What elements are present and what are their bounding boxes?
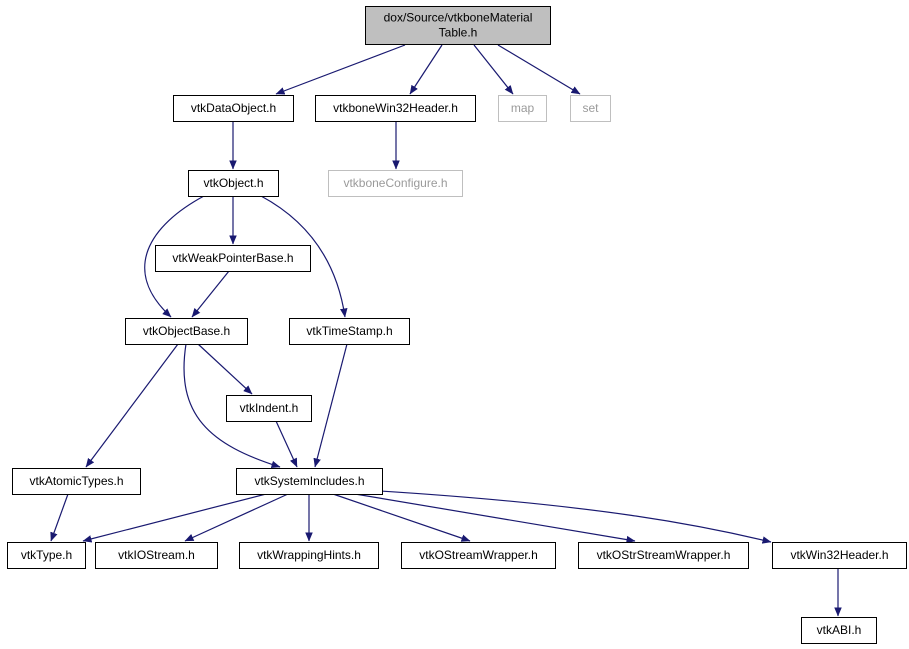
node-label: Table.h xyxy=(439,26,478,40)
edge-vtk-object-base-to-vtk-system-includes xyxy=(183,343,281,469)
edge-vtk-atomic-types-to-vtk-type xyxy=(50,493,69,542)
node-label: vtkWeakPointerBase.h xyxy=(172,251,293,265)
edge-vtk-system-includes-to-vtk-iostream xyxy=(184,493,289,542)
node-box xyxy=(772,542,907,569)
node-vtk-win32-header[interactable]: vtkWin32Header.h xyxy=(772,542,907,569)
node-vtk-atomic-types[interactable]: vtkAtomicTypes.h xyxy=(12,468,141,495)
node-label: vtkWrappingHints.h xyxy=(257,548,361,562)
edge-vtk-system-includes-to-vtk-ostr-stream-wrapper xyxy=(354,493,636,544)
node-box xyxy=(498,95,547,122)
node-box xyxy=(236,468,383,495)
edge-vtk-object-base-to-vtk-indent xyxy=(197,343,253,395)
node-vtk-object[interactable]: vtkObject.h xyxy=(188,170,279,197)
edge-vtk-object-to-vtk-time-stamp xyxy=(260,195,348,318)
node-label: vtkABI.h xyxy=(817,623,862,637)
node-label: vtkSystemIncludes.h xyxy=(254,474,364,488)
edge-root-to-map xyxy=(473,44,514,95)
node-vtk-wrapping-hints[interactable]: vtkWrappingHints.h xyxy=(239,542,379,569)
edge-vtk-system-includes-to-vtk-type xyxy=(82,493,267,543)
node-vtk-weak-pointer-base[interactable]: vtkWeakPointerBase.h xyxy=(155,245,311,272)
node-vtk-ostream-wrapper[interactable]: vtkOStreamWrapper.h xyxy=(401,542,556,569)
node-box xyxy=(578,542,749,569)
edge-root-to-vtkbone-win32-header xyxy=(409,44,443,95)
node-label: vtkAtomicTypes.h xyxy=(29,474,123,488)
node-label: vtkboneConfigure.h xyxy=(343,176,447,190)
node-label: vtkIndent.h xyxy=(240,401,299,415)
node-vtk-abi[interactable]: vtkABI.h xyxy=(801,617,877,644)
node-label: vtkObjectBase.h xyxy=(143,324,230,338)
node-label: vtkTimeStamp.h xyxy=(306,324,392,338)
edge-vtk-weak-pointer-base-to-vtk-object-base xyxy=(191,270,230,318)
node-box xyxy=(188,170,279,197)
node-box xyxy=(570,95,611,122)
edge-vtk-indent-to-vtk-system-includes xyxy=(275,420,298,468)
node-vtkbone-win32-header[interactable]: vtkboneWin32Header.h xyxy=(315,95,476,122)
node-vtk-object-base[interactable]: vtkObjectBase.h xyxy=(125,318,248,345)
node-vtk-type[interactable]: vtkType.h xyxy=(7,542,86,569)
node-vtk-indent[interactable]: vtkIndent.h xyxy=(226,395,312,422)
edge-root-to-vtk-data-object xyxy=(275,44,406,95)
node-vtk-ostr-stream-wrapper[interactable]: vtkOStrStreamWrapper.h xyxy=(578,542,749,569)
node-vtk-system-includes[interactable]: vtkSystemIncludes.h xyxy=(236,468,383,495)
edge-vtk-system-includes-to-vtk-ostream-wrapper xyxy=(332,493,471,542)
node-label: dox/Source/vtkboneMaterial xyxy=(384,11,533,25)
edge-vtk-time-stamp-to-vtk-system-includes xyxy=(313,343,348,468)
node-label: vtkboneWin32Header.h xyxy=(333,101,458,115)
node-vtkbone-configure: vtkboneConfigure.h xyxy=(328,170,463,197)
node-vtk-iostream[interactable]: vtkIOStream.h xyxy=(95,542,218,569)
node-box xyxy=(328,170,463,197)
node-box xyxy=(365,6,551,45)
node-box xyxy=(289,318,410,345)
node-box xyxy=(401,542,556,569)
node-box xyxy=(173,95,294,122)
node-box xyxy=(95,542,218,569)
node-label: vtkWin32Header.h xyxy=(790,548,888,562)
node-set: set xyxy=(570,95,611,122)
node-box xyxy=(801,617,877,644)
node-label: map xyxy=(511,101,535,115)
edges-layer xyxy=(50,44,842,617)
node-label: vtkIOStream.h xyxy=(118,548,195,562)
node-label: vtkObject.h xyxy=(203,176,263,190)
edge-root-to-set xyxy=(497,44,581,95)
node-box xyxy=(155,245,311,272)
edge-vtk-system-includes-to-vtk-win32-header xyxy=(379,490,772,544)
node-box xyxy=(239,542,379,569)
node-box xyxy=(12,468,141,495)
node-vtk-data-object[interactable]: vtkDataObject.h xyxy=(173,95,294,122)
node-label: vtkOStreamWrapper.h xyxy=(419,548,538,562)
node-map: map xyxy=(498,95,547,122)
node-label: vtkDataObject.h xyxy=(191,101,276,115)
node-box xyxy=(226,395,312,422)
edge-vtk-object-to-vtk-object-base xyxy=(144,195,205,318)
node-vtk-time-stamp[interactable]: vtkTimeStamp.h xyxy=(289,318,410,345)
node-box xyxy=(315,95,476,122)
node-box xyxy=(125,318,248,345)
edge-vtk-object-base-to-vtk-atomic-types xyxy=(85,343,179,468)
node-box xyxy=(7,542,86,569)
node-label: vtkType.h xyxy=(21,548,72,562)
node-label: set xyxy=(582,101,599,115)
node-label: vtkOStrStreamWrapper.h xyxy=(597,548,731,562)
